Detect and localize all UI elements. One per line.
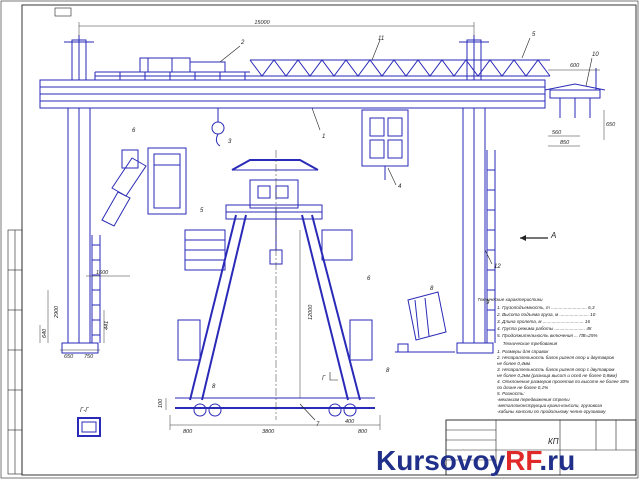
req-line-6: 4. Отклонения размеров пролетов по высот…: [497, 379, 629, 384]
leader-6b: 6: [367, 276, 371, 282]
req-line-10: -металлоконструкции крана-консоли, грузо…: [497, 403, 602, 408]
dim-tiny: 100: [158, 398, 164, 408]
section-g-g: [77, 417, 101, 437]
specs-heading-1: Технические характеристики: [477, 297, 543, 302]
section-mark: Г: [322, 376, 326, 382]
dim-span: 15000: [254, 20, 270, 26]
leader-11: 11: [378, 36, 384, 42]
view-arrow-label: A: [550, 231, 556, 240]
req-line-3: не более 0,4мм: [497, 361, 531, 366]
dim-left-h: 1600: [96, 270, 109, 276]
dim-left-c: 650: [64, 354, 74, 360]
req-line-4: 3. Непараллельность балок ригеля опор с …: [497, 367, 615, 372]
watermark-part-2: RF: [505, 445, 542, 476]
specs-heading-2: Технические требования: [503, 341, 558, 346]
leader-7: 7: [316, 422, 320, 428]
req-line-1: 1. Размеры для справок: [497, 349, 549, 354]
watermark: KursovoyRF.ru: [376, 445, 575, 476]
dim-left-b: 640: [42, 328, 48, 338]
dim-top-right-1: 600: [570, 63, 580, 69]
leader-5: 5: [532, 32, 536, 38]
dim-top-right-2: 650: [606, 122, 616, 128]
detail-bottom-right: [395, 291, 455, 353]
specs-line-5: 5. Продолжительность включения ... ПВ=25…: [497, 333, 598, 338]
gantry-front-view: [39, 35, 551, 354]
dimension-labels: 15000 600 650 560 850 1600 2900 441 640 …: [42, 20, 616, 435]
detail-view-left: [101, 147, 187, 227]
req-line-7: по длине не более 0,1%: [497, 385, 548, 390]
specs-line-1: 1. Грузоподъемность, т .................…: [497, 305, 595, 310]
dim-left-d: 750: [84, 354, 94, 360]
detail-top-right: [544, 68, 606, 118]
title-block-code: КП: [548, 437, 559, 446]
top-left-stamp: [54, 7, 72, 17]
title-block: КП: [445, 419, 637, 476]
left-margin-stamp: [7, 229, 23, 475]
specs-line-3: 3. Длина пролета, м ....................…: [497, 319, 590, 324]
specs-line-2: 2. Высота подъема груза, м .............…: [496, 312, 596, 317]
req-line-2: 2. Непараллельность балок ригеля опор и …: [496, 355, 615, 360]
leader-9: 9: [486, 300, 490, 306]
section-label: Г-Г: [80, 408, 89, 414]
req-line-9: -механизм передвижения стрелы: [497, 397, 570, 402]
dim-top-right-4: 850: [560, 140, 570, 146]
leader-8b: 8: [430, 286, 434, 292]
leader-10: 10: [592, 52, 599, 58]
dim-bot-small: 400: [345, 419, 355, 425]
watermark-part-3: .ru: [539, 445, 575, 476]
dim-bot-mid: 3800: [262, 429, 275, 435]
technical-notes: Технические характеристики 1. Грузоподъе…: [477, 297, 629, 414]
leader-6a: 6: [132, 128, 136, 134]
dim-center-h: 12000: [308, 304, 314, 320]
watermark-part-1: Kursovoy: [376, 445, 506, 476]
svg-text:KursovoyRF.ru: KursovoyRF.ru: [376, 445, 575, 476]
dim-top-right-3: 560: [552, 130, 562, 136]
leader-4: 4: [398, 184, 402, 190]
leader-labels: 1 2 3 4 5 6 6 7 8 8 9 10 11 12 5 8: [132, 32, 599, 428]
leader-1: 1: [322, 134, 325, 140]
leader-12: 12: [494, 264, 501, 270]
req-line-5: не более 0,2мм (разница высот и осей не …: [497, 372, 617, 378]
dim-left-v: 2900: [54, 305, 60, 319]
leader-8a: 8: [386, 368, 390, 374]
gantry-side-view: [175, 150, 375, 420]
dim-bot-left: 800: [183, 429, 193, 435]
dimensions: [39, 22, 605, 430]
dim-left-a: 441: [104, 321, 110, 330]
leader-5b: 5: [200, 208, 204, 214]
leader-2: 2: [240, 40, 245, 46]
dim-bot-right: 800: [358, 429, 368, 435]
req-line-8: 5. Разность:: [497, 391, 525, 396]
leader-8c: 8: [212, 384, 216, 390]
leader-3: 3: [228, 139, 232, 145]
req-line-11: -кабины консоли по продольному челно-гру…: [497, 409, 606, 414]
specs-line-4: 4. Группа режима работы ................…: [497, 326, 592, 331]
